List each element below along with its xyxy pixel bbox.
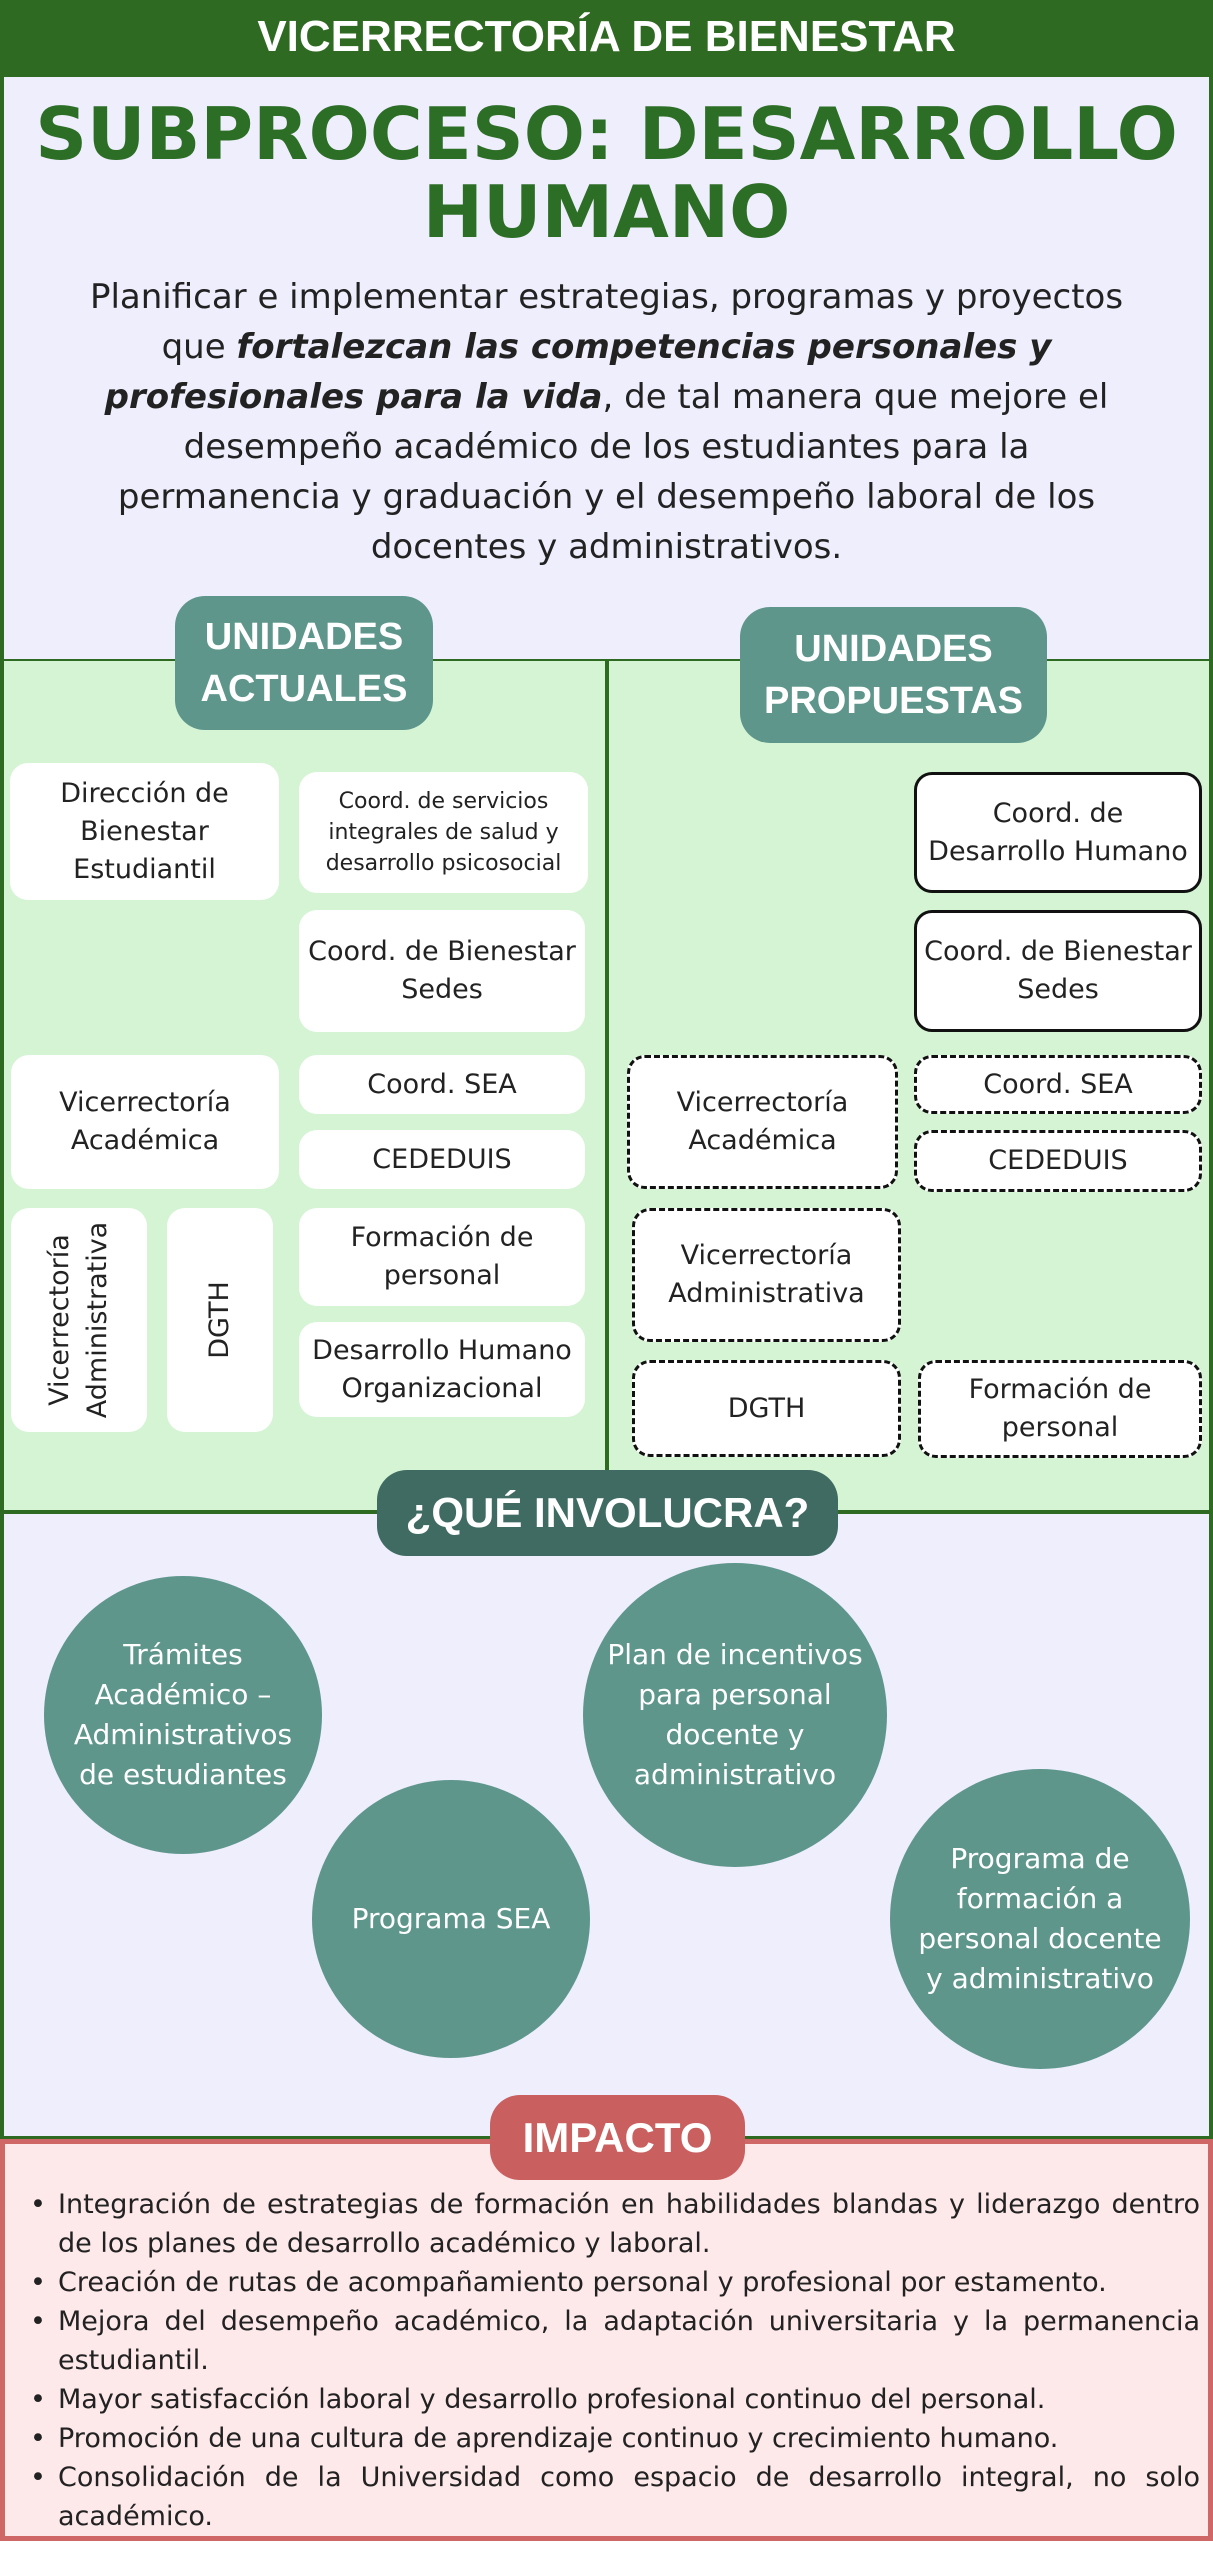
impact-badge: IMPACTO bbox=[490, 2095, 745, 2180]
involves-circle: Trámites Académico – Administrativos de … bbox=[44, 1576, 322, 1854]
divider bbox=[605, 661, 609, 1511]
impact-list: Integración de estrategias de formación … bbox=[30, 2185, 1200, 2536]
unit-box: Coord. SEA bbox=[299, 1055, 585, 1114]
proposed-box-dashed: Formación de personal bbox=[918, 1360, 1202, 1458]
unit-box-vertical: DGTH bbox=[167, 1208, 273, 1432]
desc-text: , de tal manera que mejore el desempeño … bbox=[117, 377, 1109, 567]
involves-circle: Plan de incentivos para personal docente… bbox=[583, 1563, 887, 1867]
involves-circle: Programa SEA bbox=[312, 1780, 590, 2058]
unit-box: Dirección de Bienestar Estudiantil bbox=[10, 763, 279, 900]
proposed-box: Coord. de Desarrollo Humano bbox=[914, 772, 1202, 893]
proposed-box-dashed: DGTH bbox=[632, 1360, 901, 1457]
proposed-box-dashed: Vicerrectoría Académica bbox=[627, 1055, 898, 1189]
impact-item: Mayor satisfacción laboral y desarrollo … bbox=[30, 2380, 1200, 2419]
desc-text: Planificar e implementar estrategias, pr… bbox=[89, 277, 1124, 367]
impact-item: Consolidación de la Universidad como esp… bbox=[30, 2458, 1200, 2536]
impact-item: Mejora del desempeño académico, la adapt… bbox=[30, 2302, 1200, 2380]
impact-item: Integración de estrategias de formación … bbox=[30, 2185, 1200, 2263]
description: Planificar e implementar estrategias, pr… bbox=[70, 272, 1143, 572]
unit-box: Vicerrectoría Académica bbox=[11, 1055, 279, 1189]
unit-box: Coord. de Bienestar Sedes bbox=[299, 910, 585, 1032]
proposed-box-dashed: CEDEDUIS bbox=[914, 1130, 1202, 1192]
unit-box: Coord. de servicios integrales de salud … bbox=[299, 772, 588, 893]
unit-box: CEDEDUIS bbox=[299, 1130, 585, 1189]
intro-panel bbox=[0, 73, 1213, 663]
desc-bold: fortalezcan las competencias personales … bbox=[104, 327, 1052, 417]
proposed-box-dashed: Vicerrectoría Administrativa bbox=[632, 1208, 901, 1342]
proposed-box-dashed: Coord. SEA bbox=[914, 1055, 1202, 1114]
impact-item: Promoción de una cultura de aprendizaje … bbox=[30, 2419, 1200, 2458]
title-line: HUMANO bbox=[422, 170, 791, 254]
unit-box-vertical: Vicerrectoría Administrativa bbox=[11, 1208, 147, 1432]
unit-box: Formación de personal bbox=[299, 1208, 585, 1306]
title-line: SUBPROCESO: DESARROLLO bbox=[35, 92, 1178, 176]
header-title: VICERRECTORÍA DE BIENESTAR bbox=[0, 0, 1213, 73]
impact-item: Creación de rutas de acompañamiento pers… bbox=[30, 2263, 1200, 2302]
unit-box: Desarrollo Humano Organizacional bbox=[299, 1322, 585, 1417]
involves-badge: ¿QUÉ INVOLUCRA? bbox=[377, 1470, 838, 1556]
proposed-box: Coord. de Bienestar Sedes bbox=[914, 910, 1202, 1032]
involves-circle: Programa de formación a personal docente… bbox=[890, 1769, 1190, 2069]
